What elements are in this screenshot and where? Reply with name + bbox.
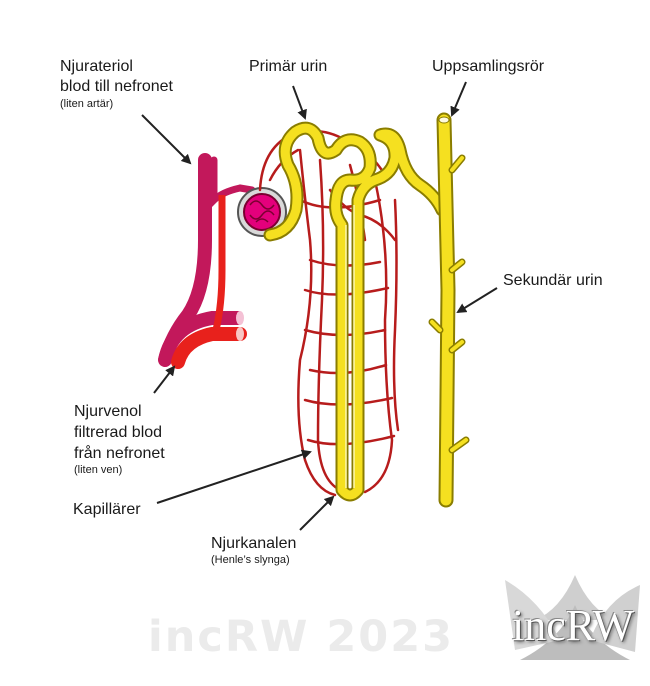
label-venule-line1: Njurvenol xyxy=(74,403,142,420)
nephron-tubule xyxy=(263,121,449,502)
arteriole xyxy=(158,153,256,367)
collecting-duct xyxy=(428,112,470,508)
arrow-tubule xyxy=(299,495,335,531)
label-venule-note: (liten ven) xyxy=(74,464,123,476)
label-tubule-note: (Henle’s slynga) xyxy=(211,554,290,566)
logo-text: incRW xyxy=(512,601,635,650)
label-venule-line3: från nefronet xyxy=(74,445,165,462)
pointer-arrows xyxy=(141,81,498,531)
arrow-collecting-duct xyxy=(450,81,467,117)
arrow-secondary-urine xyxy=(456,287,498,314)
glomerulus xyxy=(237,187,287,237)
label-arteriole-line1: Njurateriol xyxy=(60,58,133,75)
label-secondary-urine: Sekundär urin xyxy=(503,272,603,289)
arrow-arteriole xyxy=(141,114,192,165)
label-collecting-duct: Uppsamlingsrör xyxy=(432,58,545,75)
arrow-primary-urine xyxy=(292,85,307,120)
label-venule-line2: filtrerad blod xyxy=(74,424,163,441)
arrow-venule xyxy=(153,365,176,394)
label-tubule: Njurkanalen xyxy=(211,535,297,552)
arrow-capillaries xyxy=(156,449,312,504)
watermark-text: incRW 2023 xyxy=(148,612,455,662)
label-capillaries: Kapillärer xyxy=(73,501,141,518)
label-primary-urine: Primär urin xyxy=(249,58,328,75)
incrw-logo-mark xyxy=(505,575,640,660)
venule xyxy=(171,195,247,369)
label-arteriole-line2: blod till nefronet xyxy=(60,78,173,95)
label-arteriole-note: (liten artär) xyxy=(60,98,114,110)
